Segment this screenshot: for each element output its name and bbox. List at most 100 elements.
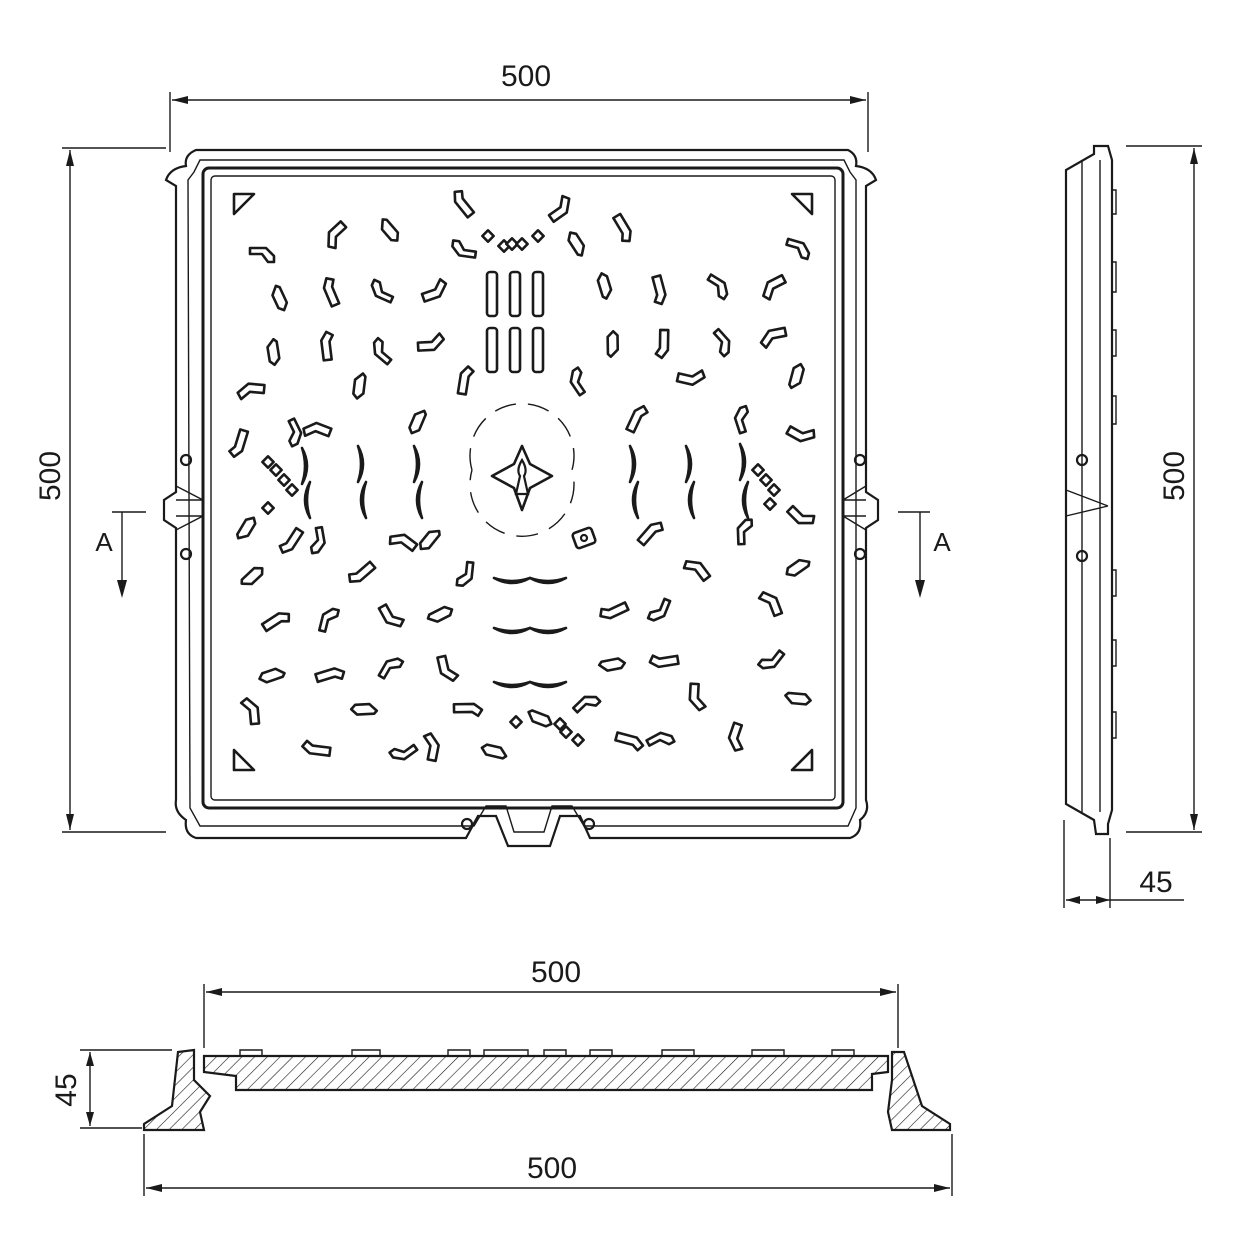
pattern-slot (287, 417, 303, 448)
crescent-slot (356, 444, 365, 484)
crescent-slot (528, 576, 568, 585)
dot-slot (763, 497, 777, 511)
crescent-slot (528, 626, 568, 635)
dot-slot (481, 229, 495, 243)
pattern-slot (388, 743, 419, 761)
section-view (142, 1048, 952, 1132)
dot-slot (531, 229, 545, 243)
height-label: 500 (34, 451, 67, 501)
pattern-slot (271, 284, 289, 312)
pattern-slot (688, 682, 707, 712)
pattern-slot (648, 654, 680, 669)
pattern-slot (625, 404, 649, 434)
pattern-slot (636, 521, 664, 547)
crescent-slot (687, 480, 696, 520)
pattern-slot (408, 409, 428, 435)
pattern-slot (370, 278, 395, 304)
decorative-slots (228, 189, 816, 763)
pattern-slot (456, 365, 475, 396)
dot-slot (261, 501, 275, 515)
pattern-slot (248, 246, 276, 264)
crescent-slot (492, 626, 532, 635)
width-label: 500 (501, 60, 551, 93)
plan-dimension-height: 500 (34, 147, 166, 833)
crescent-slot (412, 444, 421, 484)
bolt-hole (853, 453, 867, 467)
pattern-slot (322, 277, 341, 308)
crescent-slot (628, 444, 637, 484)
crescent-slot (738, 442, 747, 482)
crescent-slot (300, 446, 309, 486)
pattern-slot (236, 382, 266, 401)
pattern-slot (682, 559, 712, 583)
pattern-slot (567, 231, 586, 257)
side-height-label: 500 (1158, 451, 1191, 501)
pattern-slot (352, 372, 367, 400)
pattern-slot (785, 504, 816, 525)
pattern-slot (712, 327, 731, 358)
dot-slot (767, 483, 781, 497)
section-height-label: 45 (50, 1073, 83, 1106)
section-bottom-width-label: 500 (527, 1152, 577, 1185)
pattern-slot (614, 731, 645, 752)
pattern-slot (377, 657, 405, 680)
pattern-slot (645, 731, 676, 747)
pattern-slot (599, 601, 630, 620)
pattern-slot (785, 237, 811, 261)
pattern-slot (416, 332, 446, 352)
pattern-slot (757, 649, 786, 670)
pattern-slot (418, 529, 441, 551)
dot-slot (515, 237, 529, 251)
pattern-slot (301, 739, 332, 757)
dot-slot (505, 237, 519, 251)
crescent-slot (492, 576, 532, 585)
pattern-slot (612, 212, 632, 243)
dot-slot (509, 715, 523, 729)
pattern-slot (453, 189, 476, 219)
crescent-slot (492, 680, 532, 689)
bolt-hole (460, 817, 474, 831)
pattern-slot (380, 218, 400, 242)
pattern-slot (547, 194, 571, 224)
dot-slot (261, 455, 275, 469)
dot-slot (571, 733, 585, 747)
corner-mark (232, 748, 256, 772)
pattern-slot (327, 220, 348, 250)
pattern-slot (451, 239, 478, 259)
pattern-slot (757, 591, 784, 618)
crescent-slot (631, 480, 640, 520)
bolt-hole (179, 453, 193, 467)
pattern-slot (240, 566, 264, 586)
crescent-slot (528, 680, 568, 689)
pattern-slot (788, 362, 805, 390)
pattern-slot (733, 404, 750, 435)
pattern-slot (377, 603, 405, 628)
section-dimension-height: 45 (50, 1049, 172, 1129)
pattern-slot (235, 516, 257, 540)
pattern-slot (785, 425, 816, 443)
bolt-hole (179, 547, 193, 561)
pattern-slot (278, 526, 305, 554)
pattern-slot (480, 743, 508, 760)
dot-slot (269, 463, 283, 477)
pattern-slot (596, 272, 613, 300)
side-dimension-height: 500 (1126, 145, 1202, 833)
pattern-slot (569, 366, 587, 397)
section-label-right: A (933, 527, 951, 557)
pattern-slot (736, 518, 754, 546)
cover-inner-edge (210, 175, 836, 801)
plan-view (162, 148, 880, 848)
dot-slot (553, 717, 567, 731)
section-dimension-bottom: 500 (143, 1134, 953, 1196)
section-mark-right: A (898, 511, 951, 598)
pattern-slot (785, 558, 811, 577)
section-mark-left: A (95, 511, 146, 598)
pattern-slot (266, 337, 281, 367)
plan-outer-frame (162, 148, 880, 848)
pattern-slot (597, 657, 627, 672)
pattern-slot (436, 654, 460, 683)
pattern-slot (228, 428, 250, 459)
corner-mark (790, 748, 814, 772)
pattern-slot (302, 421, 333, 438)
